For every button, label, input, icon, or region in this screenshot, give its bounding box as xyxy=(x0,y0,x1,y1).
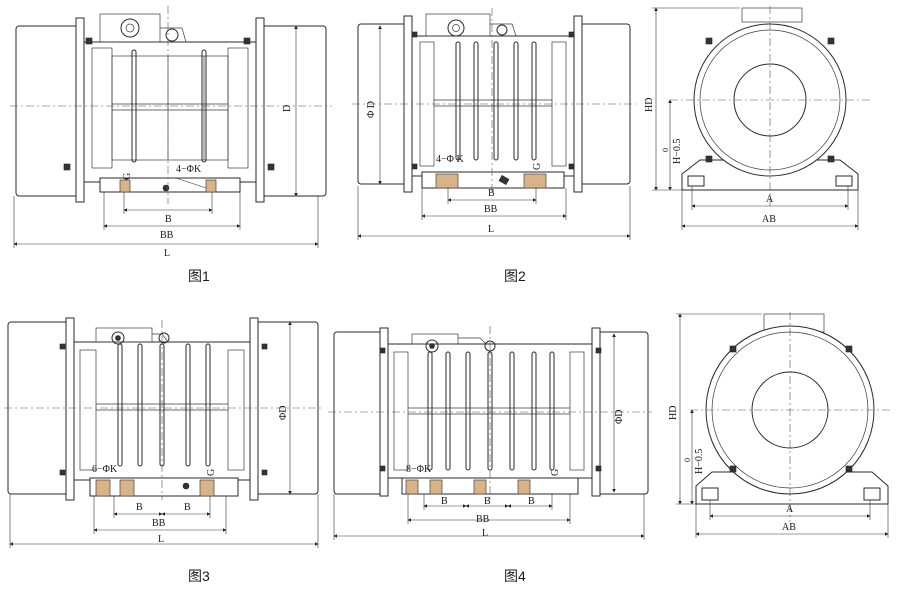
right-flange xyxy=(255,17,265,203)
top-dim-A: A xyxy=(766,194,774,205)
fig3-hole-callout: 6−ΦK xyxy=(92,464,118,475)
lifting-eye xyxy=(447,19,465,37)
fig4-hole-callout: 8−ΦK xyxy=(406,464,432,475)
top-dim-H: H−0.5 xyxy=(672,139,683,164)
end-view-top: HD H−0.5 0 A AB xyxy=(644,6,870,230)
figure-4-side-view: B B B BB L ΦD G 8−ΦK xyxy=(328,326,652,540)
fig1-dim-B: B xyxy=(165,214,172,225)
fig4-dim-B3: B xyxy=(528,496,535,507)
bottom-dim-A: A xyxy=(786,504,794,515)
fig1-dim-BB: BB xyxy=(160,230,174,241)
fig1-dim-G: G xyxy=(122,173,133,180)
lifting-eye xyxy=(425,339,439,353)
right-flange xyxy=(249,317,259,501)
fig2-hole-callout: 4−Φ K xyxy=(436,154,464,165)
fig3-dim-BB: BB xyxy=(152,518,166,529)
fig4-dim-B2: B xyxy=(484,496,491,507)
lifting-eye xyxy=(111,331,125,345)
figure-3-side-view: B B BB L ΦD G 6−ΦK xyxy=(4,317,322,548)
fig4-dim-B1: B xyxy=(441,496,448,507)
lifting-eye xyxy=(120,18,140,38)
top-dim-AB: AB xyxy=(762,214,776,225)
fig2-dim-B: B xyxy=(488,188,495,199)
left-flange xyxy=(65,317,75,501)
mounting-foot xyxy=(89,477,239,497)
bottom-dim-AB: AB xyxy=(782,522,796,533)
fig2-dim-L: L xyxy=(488,224,494,235)
bottom-dim-H: H−0.5 xyxy=(694,449,705,474)
right-end-cover xyxy=(261,25,327,197)
fig3-dim-G: G xyxy=(206,469,217,476)
caption-figure-4: 图4 xyxy=(504,568,526,584)
bottom-dim-tol: 0 xyxy=(683,458,692,462)
fig4-dim-D: ΦD xyxy=(614,409,625,424)
fig2-dim-G: G xyxy=(532,163,543,170)
fig3-dim-D: ΦD xyxy=(278,405,289,420)
caption-figure-1: 图1 xyxy=(188,268,210,284)
end-view-bottom: HD H−0.5 0 A AB xyxy=(668,312,892,538)
fig3-dim-L: L xyxy=(158,534,164,545)
fig4-dim-BB: BB xyxy=(476,514,490,525)
fig4-dim-G: G xyxy=(550,469,561,476)
fig4-dim-L: L xyxy=(482,528,488,539)
bottom-dim-HD: HD xyxy=(668,406,679,420)
caption-figure-2: 图2 xyxy=(504,268,526,284)
caption-figure-3: 图3 xyxy=(188,568,210,584)
mounting-foot xyxy=(99,177,241,193)
figure-1-side-view: B BB L D G 4−ΦK xyxy=(10,6,332,259)
figure-2-side-view: B BB L Φ D G 4−Φ K xyxy=(352,8,636,240)
top-dim-tol: 0 xyxy=(661,148,670,152)
fig2-dim-BB: BB xyxy=(484,204,498,215)
top-dim-HD: HD xyxy=(644,98,655,112)
fig2-dim-D: Φ D xyxy=(366,101,377,118)
left-end-cover xyxy=(15,25,81,197)
fig1-hole-callout: 4−ΦK xyxy=(176,164,202,175)
fig3-dim-B2: B xyxy=(184,502,191,513)
fig3-dim-B1: B xyxy=(136,502,143,513)
motor-body xyxy=(83,41,257,183)
fig1-dim-L: L xyxy=(164,248,170,259)
left-flange xyxy=(75,17,85,203)
fig1-dim-D: D xyxy=(282,105,293,112)
left-end-cover xyxy=(333,331,385,495)
